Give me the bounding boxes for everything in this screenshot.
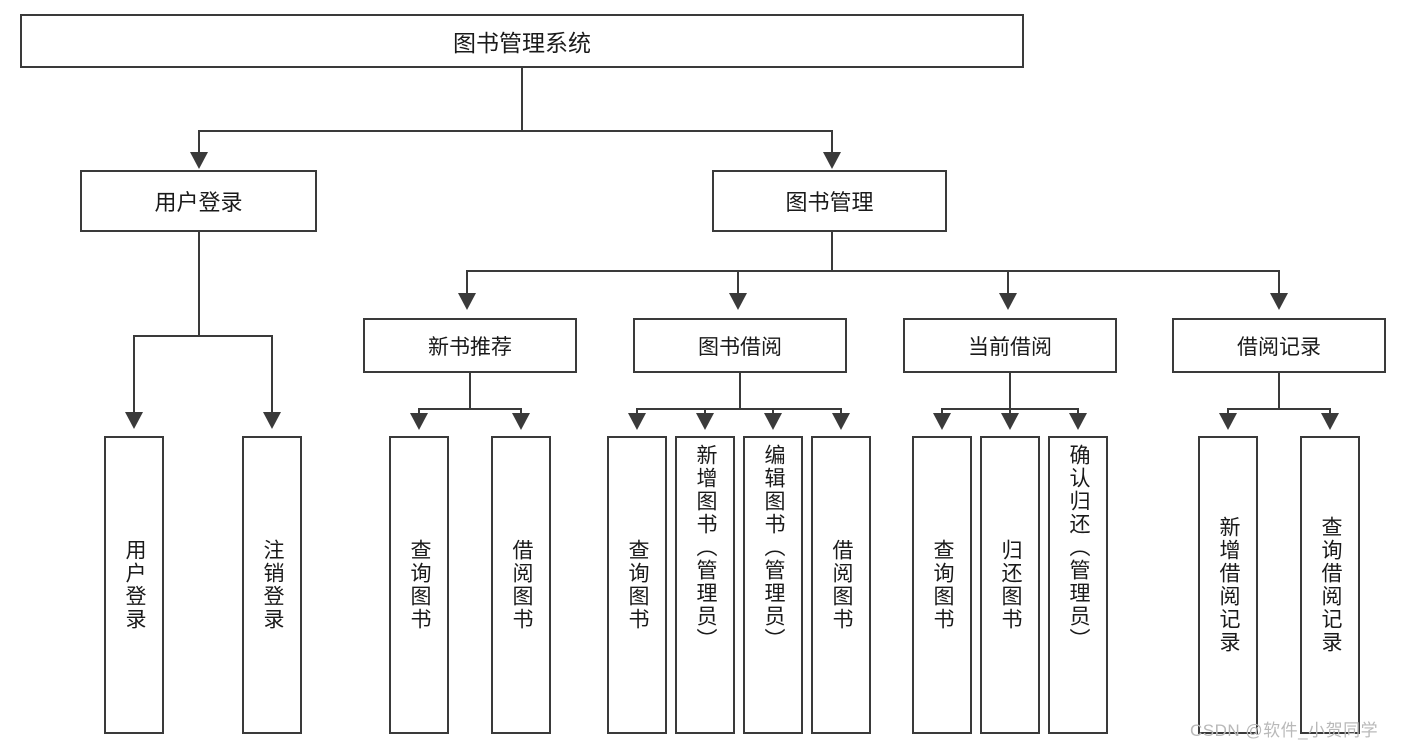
- connector-book-mgmt-bus: [466, 270, 1280, 272]
- connector-user-login-stem: [198, 232, 200, 336]
- node-label: 查询借阅记录: [1319, 516, 1343, 654]
- node-user-login[interactable]: 用户登录: [80, 170, 317, 232]
- arrow-to-leaf-confirm-return-icon: [1069, 413, 1087, 430]
- connector-borrow-record-stem: [1278, 373, 1280, 410]
- arrow-to-leaf-borrow-book-nb-icon: [512, 413, 530, 430]
- node-label: 新书推荐: [428, 335, 512, 359]
- arrow-to-current-borrow-icon: [999, 293, 1017, 310]
- arrow-to-leaf-logout-icon: [263, 412, 281, 429]
- node-label: 新增借阅记录: [1217, 516, 1241, 654]
- connector-user-login-child-1: [133, 335, 135, 413]
- node-label: 图书借阅: [698, 335, 782, 359]
- leaf-query-book-borrow[interactable]: 查询图书: [607, 436, 667, 734]
- connector-to-new-book: [466, 270, 468, 295]
- leaf-query-book-current[interactable]: 查询图书: [912, 436, 972, 734]
- connector-book-borrow-child-3: [772, 408, 774, 414]
- connector-root-bus: [198, 130, 833, 132]
- arrow-to-leaf-query-book-nb-icon: [410, 413, 428, 430]
- leaf-query-book-new-recommend[interactable]: 查询图书: [389, 436, 449, 734]
- leaf-borrow-book-new-recommend[interactable]: 借阅图书: [491, 436, 551, 734]
- leaf-user-login[interactable]: 用户登录: [104, 436, 164, 734]
- leaf-return-book[interactable]: 归还图书: [980, 436, 1040, 734]
- node-label: 新增图书（管理员）: [694, 444, 718, 651]
- connector-root-to-user-login: [198, 130, 200, 155]
- node-label: 用户登录: [123, 539, 147, 631]
- node-borrow-record[interactable]: 借阅记录: [1172, 318, 1386, 373]
- connector-current-borrow-stem: [1009, 373, 1011, 410]
- node-label: 借阅图书: [510, 539, 534, 631]
- arrow-to-leaf-query-book-bb-icon: [628, 413, 646, 430]
- connector-to-book-borrow: [737, 270, 739, 295]
- arrow-to-leaf-query-book-cb-icon: [933, 413, 951, 430]
- connector-book-borrow-child-2: [704, 408, 706, 414]
- node-label: 当前借阅: [968, 335, 1052, 359]
- connector-book-borrow-child-4: [840, 408, 842, 414]
- connector-book-borrow-bus: [636, 408, 842, 410]
- connector-root-stem: [521, 68, 523, 130]
- leaf-confirm-return-admin[interactable]: 确认归还（管理员）: [1048, 436, 1108, 734]
- arrow-to-borrow-record-icon: [1270, 293, 1288, 310]
- connector-current-borrow-child-1: [941, 408, 943, 414]
- leaf-add-borrow-record[interactable]: 新增借阅记录: [1198, 436, 1258, 734]
- node-label: 借阅记录: [1237, 335, 1321, 359]
- connector-user-login-child-2: [271, 335, 273, 413]
- node-book-management[interactable]: 图书管理: [712, 170, 947, 232]
- arrow-to-user-login-icon: [190, 152, 208, 169]
- node-label: 借阅图书: [830, 539, 854, 631]
- arrow-to-new-book-icon: [458, 293, 476, 310]
- node-current-borrow[interactable]: 当前借阅: [903, 318, 1117, 373]
- node-label: 确认归还（管理员）: [1067, 444, 1091, 651]
- arrow-to-book-borrow-icon: [729, 293, 747, 310]
- node-label: 注销登录: [261, 539, 285, 631]
- arrow-to-leaf-query-record-icon: [1321, 413, 1339, 430]
- node-label: 编辑图书（管理员）: [762, 444, 786, 651]
- connector-borrow-record-child-2: [1329, 408, 1331, 414]
- node-label: 图书管理: [785, 190, 874, 215]
- node-label: 查询图书: [408, 539, 432, 631]
- arrow-to-leaf-return-book-icon: [1001, 413, 1019, 430]
- leaf-borrow-book-borrow[interactable]: 借阅图书: [811, 436, 871, 734]
- connector-root-to-book-mgmt: [831, 130, 833, 155]
- node-label: 图书管理系统: [453, 30, 591, 56]
- connector-current-borrow-child-2: [1009, 408, 1011, 414]
- leaf-add-book-admin[interactable]: 新增图书（管理员）: [675, 436, 735, 734]
- connector-new-book-child-2: [520, 408, 522, 414]
- leaf-query-borrow-record[interactable]: 查询借阅记录: [1300, 436, 1360, 734]
- connector-to-borrow-record: [1278, 270, 1280, 295]
- arrow-to-leaf-edit-book-icon: [764, 413, 782, 430]
- arrow-to-leaf-borrow-book-bb-icon: [832, 413, 850, 430]
- node-root-book-management-system[interactable]: 图书管理系统: [20, 14, 1024, 68]
- node-label: 归还图书: [999, 539, 1023, 631]
- connector-book-borrow-child-1: [636, 408, 638, 414]
- arrow-to-leaf-add-record-icon: [1219, 413, 1237, 430]
- connector-new-book-stem: [469, 373, 471, 410]
- node-label: 查询图书: [626, 539, 650, 631]
- node-new-book-recommend[interactable]: 新书推荐: [363, 318, 577, 373]
- node-label: 查询图书: [931, 539, 955, 631]
- leaf-logout[interactable]: 注销登录: [242, 436, 302, 734]
- connector-to-current-borrow: [1007, 270, 1009, 295]
- connector-book-mgmt-stem: [831, 232, 833, 272]
- node-book-borrow[interactable]: 图书借阅: [633, 318, 847, 373]
- connector-user-login-bus: [133, 335, 272, 337]
- connector-book-borrow-stem: [739, 373, 741, 410]
- arrow-to-book-mgmt-icon: [823, 152, 841, 169]
- leaf-edit-book-admin[interactable]: 编辑图书（管理员）: [743, 436, 803, 734]
- connector-borrow-record-bus: [1227, 408, 1331, 410]
- connector-borrow-record-child-1: [1227, 408, 1229, 414]
- arrow-to-leaf-user-login-icon: [125, 412, 143, 429]
- connector-new-book-child-1: [418, 408, 420, 414]
- connector-current-borrow-child-3: [1077, 408, 1079, 414]
- watermark-text: CSDN @软件_小贺同学: [1190, 721, 1379, 740]
- arrow-to-leaf-add-book-icon: [696, 413, 714, 430]
- node-label: 用户登录: [154, 190, 243, 215]
- connector-new-book-bus: [418, 408, 522, 410]
